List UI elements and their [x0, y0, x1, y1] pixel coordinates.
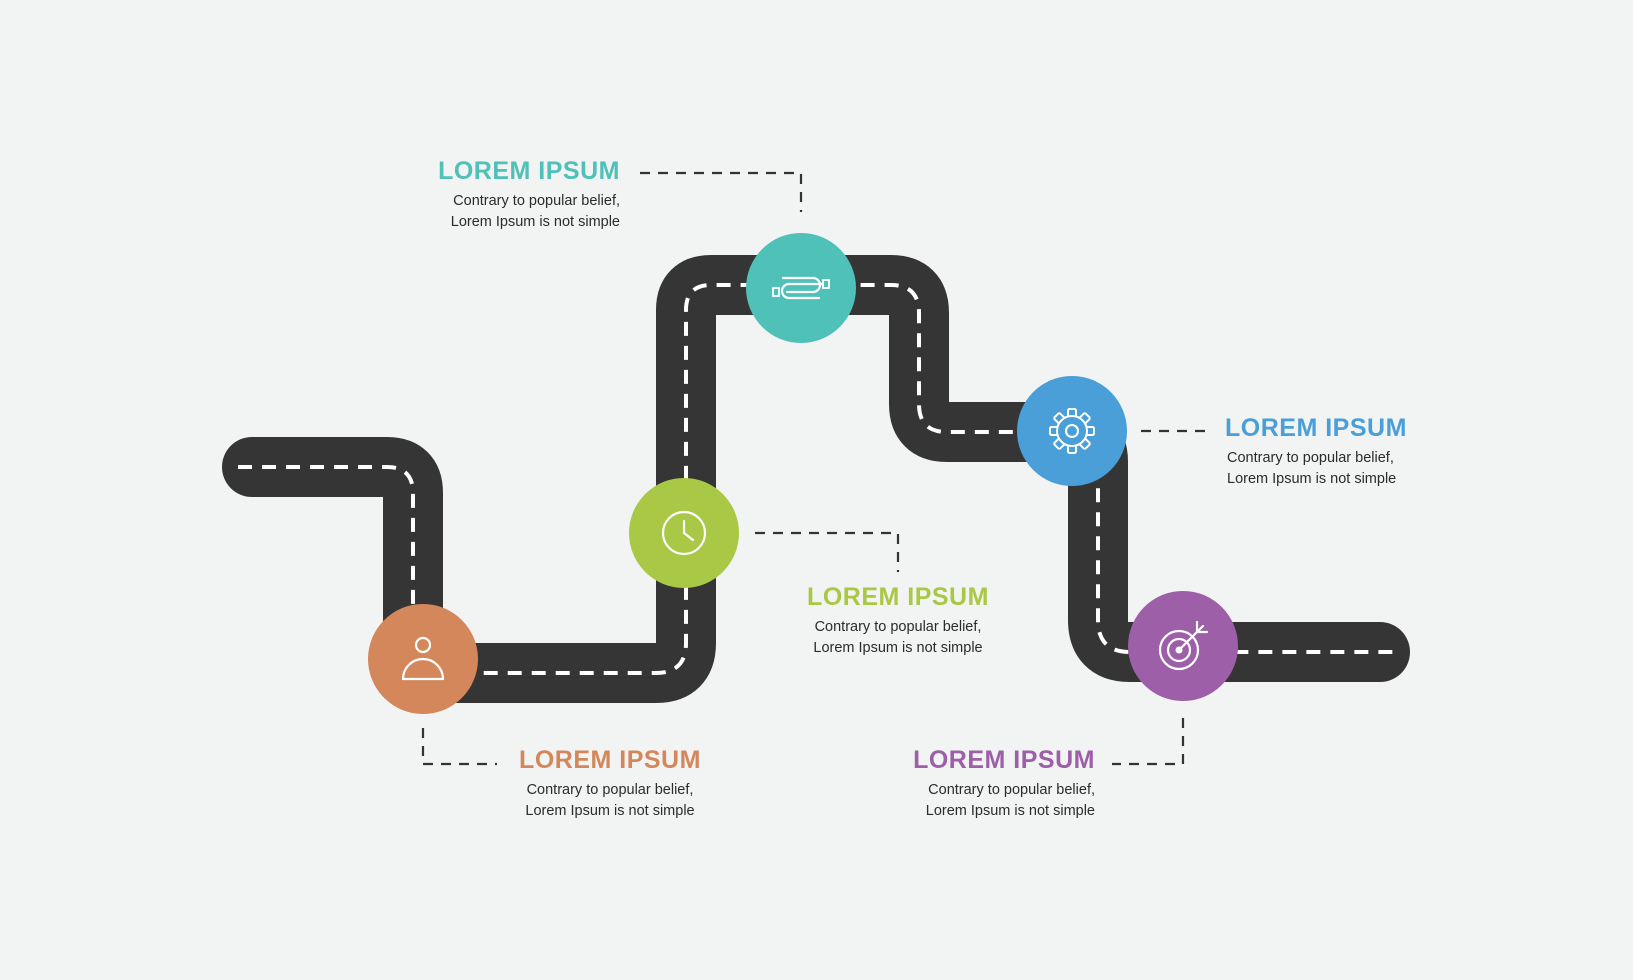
step-1-marker — [368, 604, 478, 714]
step-3-title: LOREM IPSUM — [438, 157, 620, 185]
person-icon — [401, 636, 445, 681]
step-5-marker — [1128, 591, 1238, 701]
step-2-desc-line1: Contrary to popular belief, — [814, 619, 982, 635]
step-3-desc-line1: Contrary to popular belief, — [453, 193, 620, 209]
paperclip-icon — [772, 276, 830, 300]
connector-step-3 — [640, 171, 803, 212]
clock-icon — [661, 510, 707, 556]
step-5-desc-line2: Lorem Ipsum is not simple — [925, 803, 1095, 819]
step-2-title: LOREM IPSUM — [807, 583, 989, 611]
step-3-desc-line2: Lorem Ipsum is not simple — [450, 214, 620, 230]
connector-step-2 — [755, 531, 900, 572]
step-3-marker — [746, 233, 856, 343]
step-4-title: LOREM IPSUM — [1225, 414, 1407, 442]
step-4-desc-line2: Lorem Ipsum is not simple — [1227, 471, 1397, 487]
step-2-marker — [629, 478, 739, 588]
step-3-label: LOREM IPSUM Contrary to popular belief, … — [400, 157, 620, 233]
connector-step-5 — [1112, 718, 1185, 766]
step-1-title: LOREM IPSUM — [519, 746, 701, 774]
step-2-desc-line2: Lorem Ipsum is not simple — [813, 640, 983, 656]
step-5-label: LOREM IPSUM Contrary to popular belief, … — [880, 746, 1095, 822]
step-4-marker — [1017, 376, 1127, 486]
step-5-desc-line1: Contrary to popular belief, — [928, 782, 1095, 798]
step-2-label: LOREM IPSUM Contrary to popular belief, … — [793, 583, 1003, 659]
step-5-title: LOREM IPSUM — [913, 746, 1095, 774]
gear-icon — [1049, 408, 1095, 454]
step-4-desc-line1: Contrary to popular belief, — [1227, 450, 1394, 466]
target-icon — [1158, 620, 1209, 671]
step-1-desc-line2: Lorem Ipsum is not simple — [525, 803, 695, 819]
step-3-circle — [746, 233, 856, 343]
step-1-desc-line1: Contrary to popular belief, — [526, 782, 694, 798]
connector-step-1 — [421, 728, 497, 766]
step-1-label: LOREM IPSUM Contrary to popular belief, … — [505, 746, 715, 822]
step-4-label: LOREM IPSUM Contrary to popular belief, … — [1225, 414, 1455, 490]
